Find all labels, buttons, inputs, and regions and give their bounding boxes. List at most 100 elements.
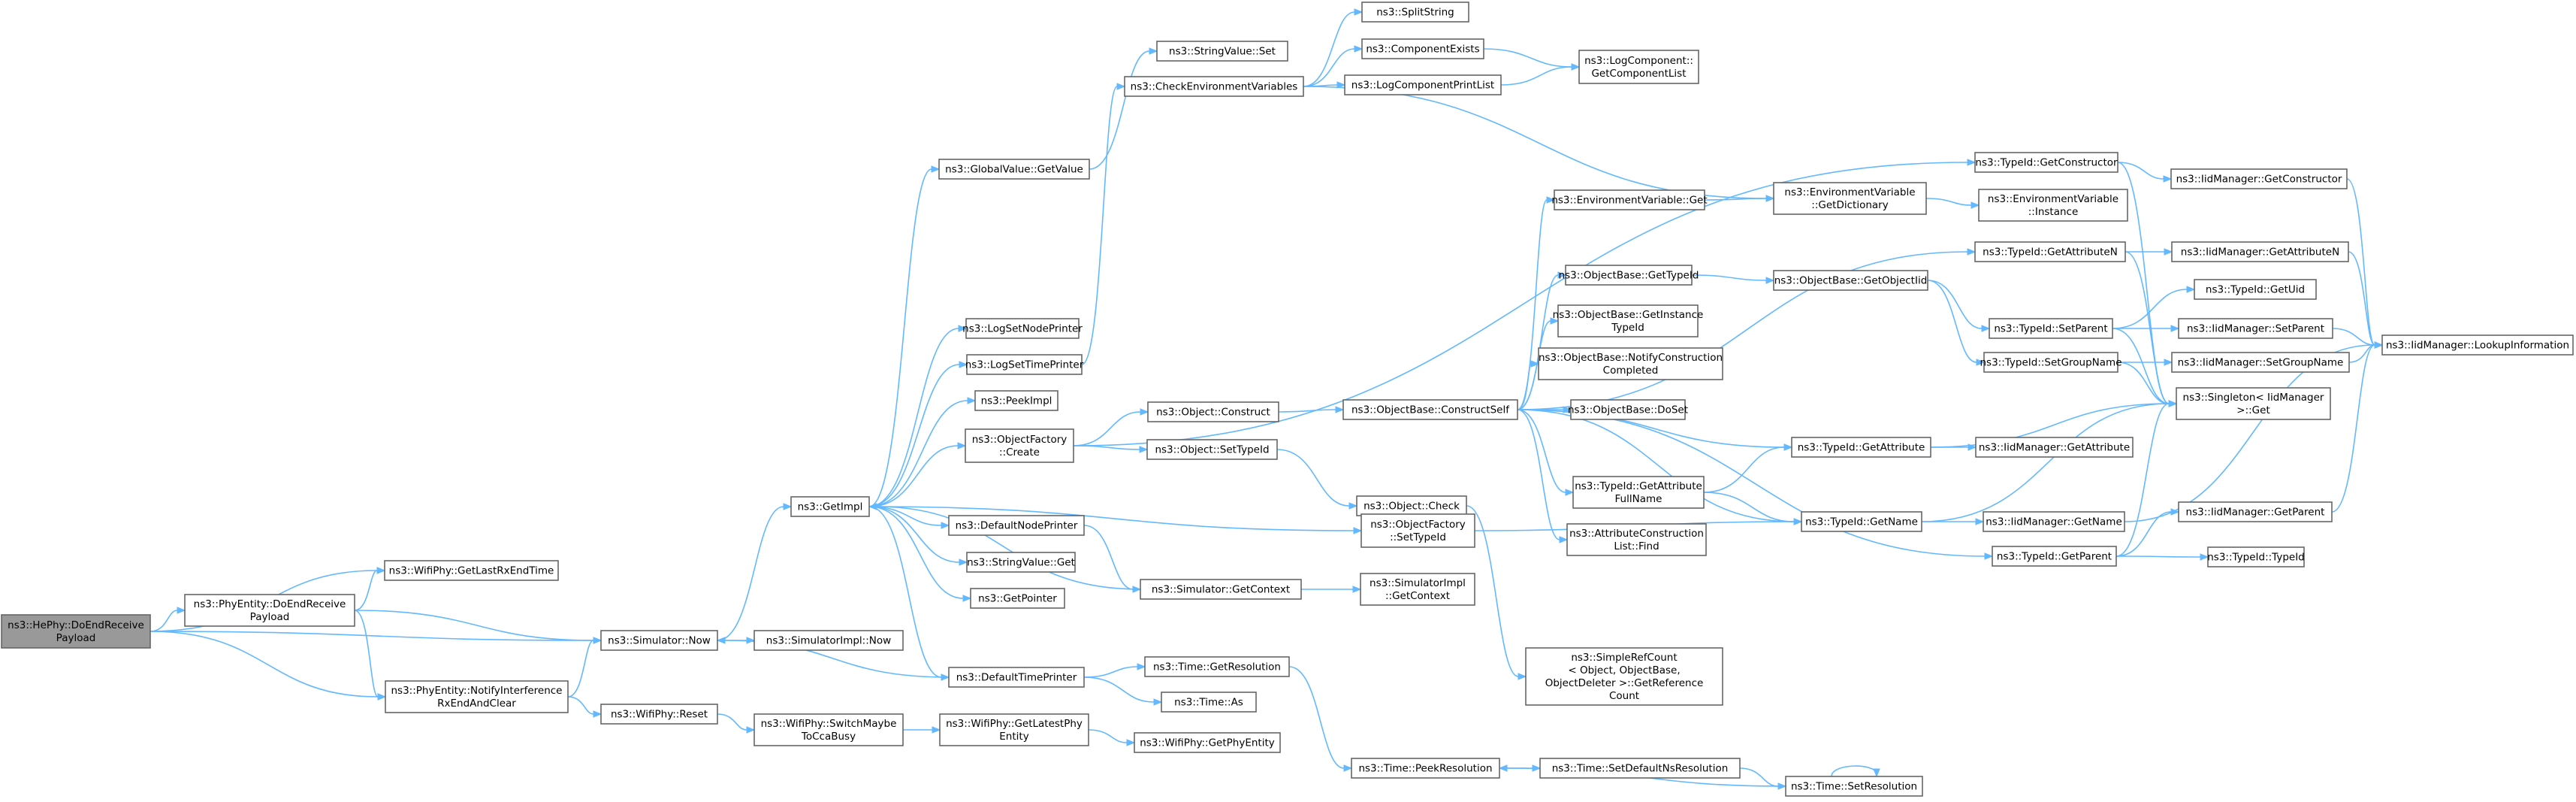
function-node-simNow[interactable]: ns3::Simulator::Now — [600, 630, 718, 651]
function-node-peekImpl[interactable]: ns3::PeekImpl — [974, 390, 1058, 411]
call-edge-checkEnv-to-splitString — [1303, 8, 1363, 87]
function-node-objBaseNotify[interactable]: ns3::ObjectBase::NotifyConstructionCompl… — [1538, 347, 1723, 380]
function-node-objCheck[interactable]: ns3::Object::Check — [1356, 495, 1467, 516]
function-node-typeIdGetParent[interactable]: ns3::TypeId::GetParent — [1992, 546, 2117, 567]
function-node-defNodePrinter[interactable]: ns3::DefaultNodePrinter — [948, 515, 1085, 536]
node-box — [1578, 50, 1699, 84]
function-node-simImplNow[interactable]: ns3::SimulatorImpl::Now — [753, 630, 904, 651]
function-node-simGetContext[interactable]: ns3::Simulator::GetContext — [1140, 579, 1302, 600]
function-node-objBaseConstructSelf[interactable]: ns3::ObjectBase::ConstructSelf — [1342, 399, 1518, 420]
function-node-logCompPrint[interactable]: ns3::LogComponentPrintList — [1344, 74, 1502, 95]
node-label-line: ns3::Time::PeekResolution — [1358, 763, 1492, 775]
call-edge-typeIdSetGroupName-to-iidSetGroupName — [2118, 359, 2173, 366]
node-box — [2381, 334, 2574, 356]
function-node-objFactCreate[interactable]: ns3::ObjectFactory::Create — [965, 428, 1074, 463]
function-node-iidSetGroupName[interactable]: ns3::IidManager::SetGroupName — [2171, 352, 2350, 373]
function-node-notifyInterf[interactable]: ns3::PhyEntity::NotifyInterferenceRxEndA… — [385, 680, 569, 713]
function-node-globalGetValue[interactable]: ns3::GlobalValue::GetValue — [938, 159, 1090, 180]
node-box — [1974, 152, 2118, 173]
function-node-strValueSet[interactable]: ns3::StringValue::Set — [1156, 41, 1288, 62]
function-node-objBaseGetObjIid[interactable]: ns3::ObjectBase::GetObjectIid — [1773, 270, 1928, 291]
call-edge-typeIdGetAttr-to-iidGetAttr — [1931, 443, 1977, 451]
function-node-singletonGet[interactable]: ns3::Singleton< IidManager >::Get — [2176, 387, 2331, 420]
function-node-typeIdSetParent[interactable]: ns3::TypeId::SetParent — [1989, 318, 2113, 339]
call-edge-getImpl-to-objFactSetTypeId — [868, 506, 1363, 534]
function-node-envVarGetDict[interactable]: ns3::EnvironmentVariable::GetDictionary — [1773, 182, 1927, 215]
node-label-line: ns3::IidManager::SetParent — [2187, 323, 2324, 335]
function-node-typeIdGetConstructor[interactable]: ns3::TypeId::GetConstructor — [1974, 152, 2118, 173]
function-node-defTimePrinter[interactable]: ns3::DefaultTimePrinter — [948, 667, 1085, 688]
node-label-line: FullName — [1615, 493, 1662, 505]
function-node-typeIdGetName[interactable]: ns3::TypeId::GetName — [1801, 511, 1922, 532]
function-node-timePeekRes[interactable]: ns3::Time::PeekResolution — [1351, 758, 1500, 779]
node-label-line: ns3::TypeId::GetAttributeN — [1983, 247, 2118, 259]
node-label-line: ns3::SimpleRefCount — [1571, 652, 1677, 664]
node-label-line: ns3::LogComponent:: — [1584, 55, 1693, 67]
node-label-line: ::Create — [999, 446, 1040, 459]
function-node-typeIdGetUid[interactable]: ns3::TypeId::GetUid — [2194, 279, 2317, 300]
node-label-line: ns3::PeekImpl — [981, 395, 1052, 407]
function-node-iidLookup[interactable]: ns3::IidManager::LookupInformation — [2381, 334, 2574, 356]
node-label-line: ns3::TypeId::SetParent — [1994, 323, 2107, 335]
function-node-getPointer[interactable]: ns3::GetPointer — [970, 588, 1065, 609]
node-label-line: ns3::LogSetNodePrinter — [962, 323, 1083, 335]
function-node-typeIdTypeId[interactable]: ns3::TypeId::TypeId — [2207, 546, 2305, 567]
node-label-line: ns3::StringValue::Set — [1169, 46, 1276, 58]
function-node-splitString[interactable]: ns3::SplitString — [1361, 2, 1469, 23]
function-node-objFactSetTypeId[interactable]: ns3::ObjectFactory::SetTypeId — [1360, 513, 1475, 548]
node-box — [1140, 579, 1302, 600]
function-node-typeIdSetGroupName[interactable]: ns3::TypeId::SetGroupName — [1980, 352, 2122, 373]
call-edge-envVarGetDict-to-envVarInstance — [1925, 198, 1980, 209]
node-label-line: ns3::ObjectBase::GetInstance — [1553, 309, 1704, 321]
function-node-getPhyEntity[interactable]: ns3::WifiPhy::GetPhyEntity — [1134, 732, 1281, 753]
function-node-timeSetDefNs[interactable]: ns3::Time::SetDefaultNsResolution — [1539, 758, 1741, 779]
function-node-simpleRefCount[interactable]: ns3::SimpleRefCount< Object, ObjectBase,… — [1525, 647, 1723, 706]
function-node-wifiReset[interactable]: ns3::WifiPhy::Reset — [600, 704, 718, 725]
function-node-timeGetRes[interactable]: ns3::Time::GetResolution — [1144, 656, 1290, 677]
function-node-objBaseGetTypeId[interactable]: ns3::ObjectBase::GetTypeId — [1559, 265, 1699, 286]
node-box — [1538, 347, 1723, 380]
function-node-iidGetAttrN[interactable]: ns3::IidManager::GetAttributeN — [2171, 241, 2349, 262]
call-edge-checkEnv-to-compExists — [1303, 45, 1363, 87]
function-node-typeIdGetAttrN[interactable]: ns3::TypeId::GetAttributeN — [1974, 241, 2126, 262]
function-node-logSetNode[interactable]: ns3::LogSetNodePrinter — [962, 318, 1083, 339]
function-node-typeIdGetAttr[interactable]: ns3::TypeId::GetAttribute — [1791, 437, 1931, 458]
call-edge-iidGetConstructor-to-iidLookup — [2346, 178, 2384, 349]
function-node-getLastRx[interactable]: ns3::WifiPhy::GetLastRxEndTime — [384, 560, 559, 581]
function-node-iidGetParent[interactable]: ns3::IidManager::GetParent — [2178, 501, 2333, 522]
node-label-line: ToCcaBusy — [801, 731, 856, 743]
node-box — [1983, 511, 2125, 532]
function-node-iidGetName[interactable]: ns3::IidManager::GetName — [1983, 511, 2125, 532]
call-edge-objSetTypeId-to-objCheck — [1276, 449, 1358, 510]
function-node-objSetTypeId[interactable]: ns3::Object::SetTypeId — [1146, 439, 1278, 460]
function-node-objBaseDoSet[interactable]: ns3::ObjectBase::DoSet — [1568, 399, 1688, 420]
function-node-logCompGetList[interactable]: ns3::LogComponent::GetComponentList — [1578, 50, 1699, 84]
node-box — [939, 713, 1089, 746]
function-node-envVarInstance[interactable]: ns3::EnvironmentVariable::Instance — [1978, 189, 2128, 222]
function-node-checkEnv[interactable]: ns3::CheckEnvironmentVariables — [1124, 76, 1304, 97]
call-edge-getImpl-to-strValueGet — [868, 506, 968, 566]
function-node-timeSetRes[interactable]: ns3::Time::SetResolution — [1785, 776, 1923, 797]
function-node-simImplGetContext[interactable]: ns3::SimulatorImpl::GetContext — [1360, 573, 1475, 606]
function-node-iidGetConstructor[interactable]: ns3::IidManager::GetConstructor — [2170, 168, 2348, 189]
node-box — [2171, 352, 2350, 373]
node-box — [2170, 168, 2348, 189]
function-node-iidGetAttr[interactable]: ns3::IidManager::GetAttribute — [1975, 437, 2134, 458]
function-node-compExists[interactable]: ns3::ComponentExists — [1361, 38, 1484, 59]
function-node-strValueGet[interactable]: ns3::StringValue::Get — [966, 552, 1076, 573]
function-node-logSetTime[interactable]: ns3::LogSetTimePrinter — [965, 354, 1084, 375]
function-node-timeAs[interactable]: ns3::Time::As — [1161, 692, 1257, 713]
function-node-getImpl[interactable]: ns3::GetImpl — [790, 496, 870, 517]
node-label-line: ns3::ObjectBase::ConstructSelf — [1351, 404, 1510, 416]
node-box — [1565, 265, 1693, 286]
function-node-iidSetParent[interactable]: ns3::IidManager::SetParent — [2178, 318, 2333, 339]
function-node-envVarGet[interactable]: ns3::EnvironmentVariable::Get — [1551, 189, 1708, 210]
function-node-objConstruct[interactable]: ns3::Object::Construct — [1147, 401, 1279, 422]
